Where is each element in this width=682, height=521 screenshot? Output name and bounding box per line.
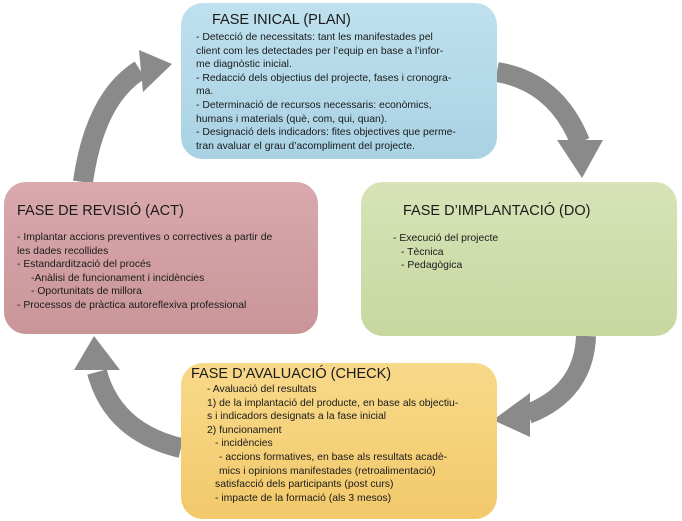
check-line: satisfacció dels participants (post curs… (215, 479, 394, 491)
plan-phase-box: FASE INICAL (PLAN) - Detecció de necessi… (181, 3, 497, 159)
plan-line: me diagnòstic inicial. (196, 59, 292, 71)
arrow-check-to-act (87, 369, 184, 458)
act-line: -Anàlisi de funcionament i incidències (31, 272, 205, 284)
check-line: s i indicadors designats a la fase inici… (207, 411, 387, 423)
do-line: - Tècnica (401, 246, 444, 258)
act-line: les dades recollides (17, 245, 109, 257)
plan-line: - Redacció dels objectius del projecte, … (196, 72, 452, 84)
check-line: - incidències (215, 438, 273, 450)
arrowhead-plan (139, 50, 172, 92)
do-phase-box: FASE D’IMPLANTACIÓ (DO) - Execució del p… (361, 182, 677, 336)
check-line: - impacte de la formació (als 3 mesos) (215, 492, 392, 504)
plan-line: - Determinació de recursos necessaris: e… (196, 99, 432, 111)
plan-line: ma. (196, 86, 214, 98)
act-phase-title: FASE DE REVISIÓ (ACT) (17, 203, 184, 219)
plan-line: client com les detectades per l’equip en… (196, 45, 444, 57)
plan-line: humans i materials (què, com, qui, quan)… (196, 113, 388, 125)
act-line: - Estandardització del procés (17, 259, 151, 271)
check-line: 2) funcionament (207, 424, 282, 436)
act-phase-box: FASE DE REVISIÓ (ACT) - Implantar accion… (4, 182, 318, 334)
check-phase-title: FASE D’AVALUACIÓ (CHECK) (191, 366, 392, 382)
plan-line: - Detecció de necessitats: tant les mani… (196, 32, 433, 43)
do-phase-title: FASE D’IMPLANTACIÓ (DO) (403, 203, 591, 219)
check-line: - accions formatives, en base als result… (219, 451, 448, 463)
arrowhead-act (74, 336, 120, 370)
check-phase-list: - Avaluació del resultats 1) de la impla… (207, 383, 497, 505)
check-phase-box: FASE D’AVALUACIÓ (CHECK) - Avaluació del… (181, 363, 497, 519)
do-line: - Pedagògica (401, 260, 463, 272)
check-line: - Avaluació del resultats (207, 384, 317, 395)
plan-line: - Designació dels indicadors: fites obje… (196, 127, 456, 139)
plan-line: tran avaluar el grau d’acompliment del p… (196, 140, 415, 152)
plan-phase-title: FASE INICAL (PLAN) (212, 12, 351, 28)
act-line: - Oportunitats de millora (31, 286, 142, 298)
arrow-plan-to-do (495, 62, 590, 146)
check-line: 1) de la implantació del producte, en ba… (207, 397, 459, 409)
plan-phase-list: - Detecció de necessitats: tant les mani… (196, 31, 497, 153)
act-line: - Processos de pràctica autoreflexiva pr… (17, 299, 247, 311)
arrowhead-check (493, 393, 530, 437)
arrow-act-to-plan (73, 61, 146, 184)
do-line: - Execució del projecte (393, 233, 499, 244)
act-line: - Implantar accions preventives o correc… (17, 232, 273, 243)
do-phase-list: - Execució del projecte - Tècnica - Peda… (393, 232, 677, 273)
act-phase-list: - Implantar accions preventives o correc… (17, 231, 318, 313)
arrowhead-do (557, 140, 603, 178)
check-line: mics i opinions manifestades (retroalime… (219, 465, 436, 477)
arrow-do-to-check (524, 335, 596, 424)
